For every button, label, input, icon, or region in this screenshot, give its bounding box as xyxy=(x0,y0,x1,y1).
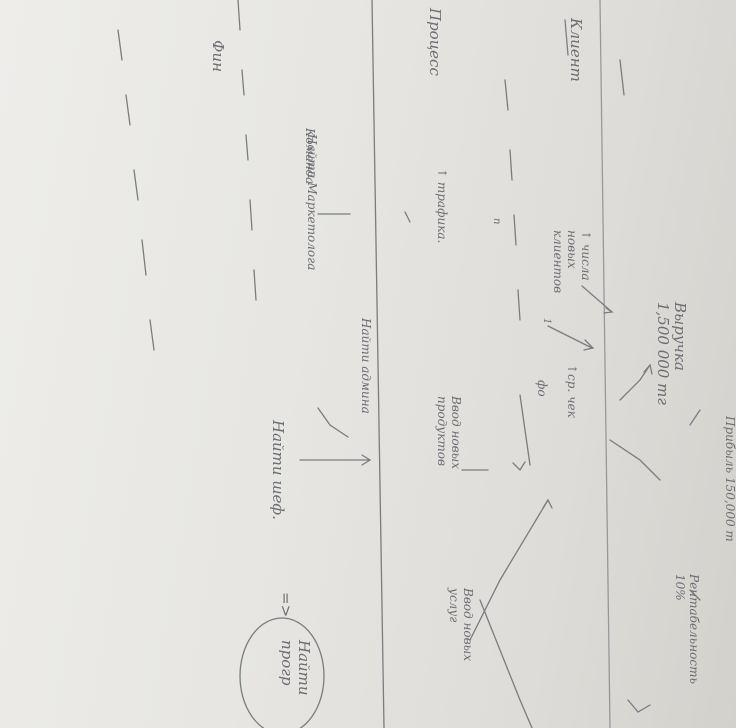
arrow-line xyxy=(619,364,651,401)
one-mark: 1 xyxy=(541,318,552,325)
node-fo: фо xyxy=(535,380,549,397)
arrow-line xyxy=(609,439,661,481)
arrow-line xyxy=(689,589,701,601)
dashed-divider-3 xyxy=(504,79,521,321)
lane-divider-solid-right xyxy=(599,0,611,728)
row-label-process: Процесс xyxy=(426,8,444,76)
arrow-line-curve xyxy=(469,499,549,641)
arrow-head xyxy=(542,498,553,509)
lane-divider-solid xyxy=(371,0,385,728)
row-label-client: Клиент xyxy=(567,18,585,82)
node-find-prog: Найти прогр xyxy=(277,640,313,696)
node-find-admin: Найти админа xyxy=(359,318,373,414)
arrow-line xyxy=(479,599,533,728)
arrow-head xyxy=(512,461,526,472)
node-avg-check: ↑ср. чек xyxy=(565,364,579,418)
dashed-divider-4 xyxy=(564,19,625,96)
node-find-marketer: Найти Маркетолога xyxy=(305,134,319,271)
node-traffic: ↑ трафика. xyxy=(435,168,449,244)
arrow-line xyxy=(689,409,701,426)
arrow-line xyxy=(317,407,349,438)
dashed-divider-2 xyxy=(237,0,257,301)
arrow-head xyxy=(583,339,595,351)
node-profit: Прибыль 150,000 т xyxy=(723,416,736,542)
arrow-line xyxy=(519,394,531,466)
arrow-line xyxy=(627,699,651,713)
implies-arrow: => xyxy=(277,592,295,618)
arrow-line xyxy=(404,211,411,223)
node-new-clients: ↑ числа новых клиентов xyxy=(551,230,593,294)
arrow-line xyxy=(581,285,613,313)
node-revenue: Выручка 1,500 000 тг xyxy=(653,302,689,405)
node-find-cook: Найти шеф. xyxy=(269,420,287,520)
arrow-head xyxy=(643,363,653,375)
node-new-products: Ввод новых продуктов xyxy=(435,396,463,470)
circled-node xyxy=(239,617,325,728)
arrow-head xyxy=(361,454,372,466)
node-new-services: Ввод новых услуг xyxy=(447,588,475,662)
arrow-head xyxy=(603,307,614,314)
n-mark: n xyxy=(491,218,502,225)
dashed-divider-1 xyxy=(117,29,155,351)
node-profitability: Рентабельность 10% xyxy=(673,574,701,684)
row-label-fin: Фин xyxy=(209,40,227,72)
arrow-line xyxy=(547,325,593,349)
